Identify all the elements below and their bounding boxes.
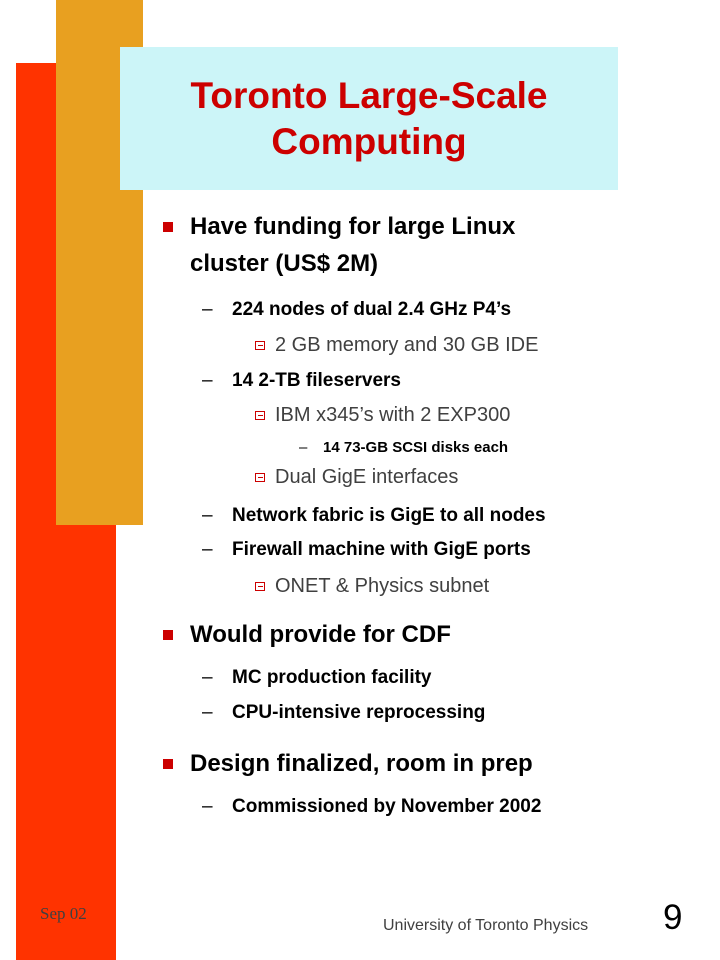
bullet-funding: Have funding for large Linux cluster (US… [163, 208, 690, 282]
detail-ibm: IBM x345’s with 2 EXP300 [255, 402, 695, 428]
dash-marker: – [202, 370, 213, 391]
sub-bullet-text: 224 nodes of dual 2.4 GHz P4’s [232, 299, 512, 320]
title-line-1: Toronto Large-Scale [190, 74, 548, 116]
dash-marker: – [202, 796, 213, 817]
sub-bullet-network: – Network fabric is GigE to all nodes [202, 504, 702, 528]
sub-bullet-text: MC production facility [232, 667, 432, 688]
box-bullet-icon [255, 582, 265, 591]
bullet-cdf: Would provide for CDF [163, 616, 690, 653]
bullet-text-line-1: Have funding for large Linux [190, 213, 516, 240]
sub-bullet-fileservers: – 14 2-TB fileservers [202, 369, 702, 393]
detail-memory: 2 GB memory and 30 GB IDE [255, 332, 695, 358]
detail-onet: ONET & Physics subnet [255, 573, 695, 599]
sub-bullet-commissioned: – Commissioned by November 2002 [202, 795, 702, 819]
sub-bullet-mc-production: – MC production facility [202, 666, 702, 690]
bullet-text: Design finalized, room in prep [190, 750, 533, 777]
dash-marker: – [202, 505, 213, 526]
sub-bullet-reprocessing: – CPU-intensive reprocessing [202, 701, 702, 725]
box-bullet-icon [255, 411, 265, 420]
footer-institution: University of Toronto Physics [383, 917, 589, 934]
square-bullet-icon [163, 759, 173, 769]
dash-marker: – [202, 667, 213, 688]
dash-marker: – [202, 299, 213, 320]
sub-bullet-text: 14 2-TB fileservers [232, 370, 401, 391]
detail-text: Dual GigE interfaces [275, 466, 459, 488]
detail-text: ONET & Physics subnet [275, 575, 490, 597]
dash-marker: – [202, 702, 213, 723]
square-bullet-icon [163, 630, 173, 640]
slide-title: Toronto Large-Scale Computing [120, 73, 618, 165]
bullet-text-line-2: cluster (US$ 2M) [190, 250, 379, 277]
bullet-design: Design finalized, room in prep [163, 745, 690, 782]
detail-gige: Dual GigE interfaces [255, 464, 695, 490]
sub-bullet-text: CPU-intensive reprocessing [232, 702, 486, 723]
detail-text: IBM x345’s with 2 EXP300 [275, 404, 511, 426]
sub-bullet-text: Network fabric is GigE to all nodes [232, 505, 546, 526]
detail-text: 14 73-GB SCSI disks each [323, 439, 509, 456]
sub-bullet-nodes: – 224 nodes of dual 2.4 GHz P4’s [202, 298, 702, 322]
page-number: 9 [663, 898, 683, 937]
square-bullet-icon [163, 222, 173, 232]
footer-date: Sep 02 [40, 904, 87, 923]
sub-bullet-firewall: – Firewall machine with GigE ports [202, 538, 702, 562]
detail-scsi-disks: – 14 73-GB SCSI disks each [299, 438, 703, 458]
box-bullet-icon [255, 341, 265, 350]
title-line-2: Computing [271, 120, 467, 162]
sub-bullet-text: Firewall machine with GigE ports [232, 539, 531, 560]
sub-bullet-text: Commissioned by November 2002 [232, 796, 542, 817]
detail-text: 2 GB memory and 30 GB IDE [275, 334, 539, 356]
dash-marker: – [299, 439, 308, 456]
bullet-text: Would provide for CDF [190, 621, 451, 648]
dash-marker: – [202, 539, 213, 560]
title-box: Toronto Large-Scale Computing [120, 47, 618, 190]
box-bullet-icon [255, 473, 265, 482]
